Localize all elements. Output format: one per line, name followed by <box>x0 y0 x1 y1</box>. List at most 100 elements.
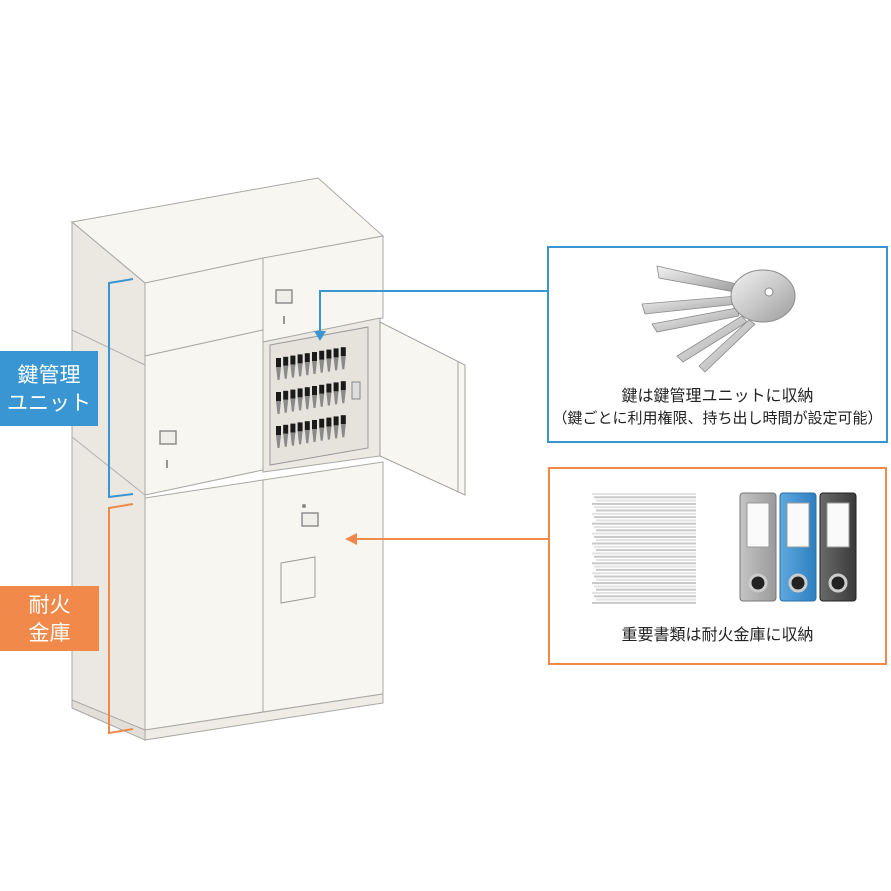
key-tag <box>276 426 281 448</box>
key-unit-panel-icon <box>351 381 361 400</box>
paper-sheet <box>596 559 696 561</box>
key-tag <box>283 390 289 413</box>
paper-sheet <box>594 565 696 568</box>
safe-panel <box>280 556 316 604</box>
paper-sheet <box>594 535 696 538</box>
key-tag <box>333 348 339 371</box>
paper-sheet <box>596 519 696 522</box>
key-tag <box>304 421 310 444</box>
key-tag <box>340 381 346 404</box>
indicator-icon <box>302 504 306 508</box>
key-tag <box>326 383 332 406</box>
safe-callout-title: 重要書類は耐火金庫に収納 <box>621 625 814 644</box>
arrow-down-icon <box>314 331 326 341</box>
paper-stack-icon <box>592 493 696 604</box>
key-tag <box>283 356 289 379</box>
paper-sheet <box>596 598 696 601</box>
paper-sheet <box>592 512 696 515</box>
key-unit-label-line1: 鍵管理 <box>17 362 81 387</box>
key-unit-label: 鍵管理 ユニット <box>0 351 98 426</box>
paper-sheet <box>592 532 696 535</box>
key-unit-left-door <box>144 329 264 496</box>
binders-icon <box>739 492 857 602</box>
paper-sheet <box>594 555 696 558</box>
paper-sheet <box>596 529 696 532</box>
paper-sheet <box>596 499 696 502</box>
safe-callout: 重要書類は耐火金庫に収納 <box>548 467 887 665</box>
key-callout: 鍵は鍵管理ユニットに収納 （鍵ごとに利用権限、持ち出し時間が設定可能） <box>547 246 888 443</box>
key-tag <box>312 386 317 408</box>
key-tag <box>312 352 317 374</box>
key-head <box>730 269 796 323</box>
fire-safe-bracket <box>108 503 134 735</box>
paper-sheet <box>592 552 696 555</box>
paper-sheet <box>592 522 696 525</box>
safe-left-door <box>144 479 264 731</box>
arrow-left-icon <box>345 533 357 545</box>
key-tag <box>319 418 325 441</box>
key-tag <box>304 387 310 410</box>
paper-sheet <box>596 539 696 542</box>
key-tag <box>283 424 289 447</box>
paper-sheet <box>594 526 696 528</box>
key-callout-connector <box>319 290 549 332</box>
binder-blue-icon <box>779 492 817 602</box>
paper-sheet <box>592 502 696 505</box>
key-tag <box>312 420 317 442</box>
key-tag <box>340 415 346 438</box>
paper-sheet <box>592 572 696 575</box>
binder-gray-icon <box>739 492 777 602</box>
paper-sheet <box>596 588 696 591</box>
safe-handle-icon <box>301 512 319 527</box>
paper-sheet <box>594 545 696 548</box>
key-tag <box>297 422 303 445</box>
paper-sheet <box>594 585 696 588</box>
key-rack <box>276 347 346 448</box>
paper-sheet <box>592 562 696 565</box>
key-tag <box>290 423 296 446</box>
paper-sheet <box>594 506 696 509</box>
key-tag <box>304 353 310 376</box>
fire-safe-label-line2: 金庫 <box>28 620 71 645</box>
top-right-door <box>262 235 384 343</box>
open-door <box>379 321 466 496</box>
key-tag <box>276 392 281 414</box>
key-unit-bracket <box>108 278 134 499</box>
key-tag <box>326 417 332 440</box>
paper-sheet <box>592 582 696 585</box>
paper-sheet <box>592 601 696 604</box>
key-tag <box>326 349 332 372</box>
paper-sheet <box>596 549 696 552</box>
paper-sheet <box>592 493 696 495</box>
paper-sheet <box>592 592 696 594</box>
key-tag <box>297 354 303 377</box>
paper-sheet <box>596 568 696 571</box>
key-hole <box>764 287 774 297</box>
handle-icon <box>275 289 293 304</box>
paper-sheet <box>594 575 696 578</box>
key-tag <box>297 388 303 411</box>
handle-icon <box>159 430 177 445</box>
key-callout-title: 鍵は鍵管理ユニットに収納 <box>621 386 814 405</box>
paper-sheet <box>594 595 696 598</box>
paper-sheet <box>594 516 696 519</box>
paper-sheet <box>596 578 696 581</box>
fire-safe-label: 耐火 金庫 <box>0 586 99 651</box>
key-tag <box>276 358 281 380</box>
key-callout-subtitle: （鍵ごとに利用権限、持ち出し時間が設定可能） <box>552 409 883 427</box>
paper-sheet <box>592 542 696 545</box>
key-tag <box>319 384 325 407</box>
key-blade <box>641 265 756 373</box>
key-tag <box>340 347 346 370</box>
paper-sheet <box>596 509 696 512</box>
key-tag <box>333 416 339 439</box>
key-tag <box>333 382 339 405</box>
key-tag <box>290 389 296 412</box>
binder-dark-icon <box>819 492 857 602</box>
paper-sheet <box>594 496 696 499</box>
keys-icon <box>641 265 796 373</box>
key-tag <box>290 355 296 378</box>
key-tag <box>319 350 325 373</box>
fire-safe-label-line1: 耐火 <box>28 592 71 617</box>
